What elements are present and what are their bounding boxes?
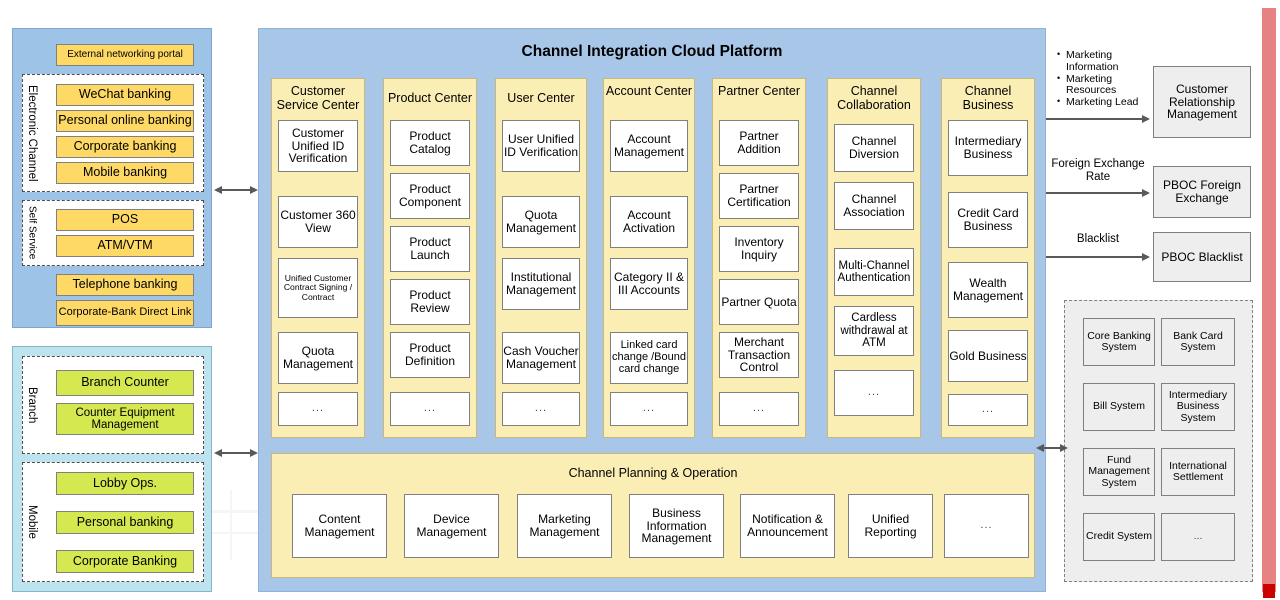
mobile-label: Mobile bbox=[26, 505, 38, 539]
self-service-label: Self Service bbox=[26, 206, 38, 260]
cell-customer-unified-id-verification[interactable]: Customer Unified ID Verification bbox=[278, 120, 358, 172]
accent-square-bottom-right bbox=[1263, 584, 1275, 598]
cell-content-management[interactable]: Content Management bbox=[292, 494, 387, 558]
bank-card-system[interactable]: Bank Card System bbox=[1161, 318, 1235, 366]
bill-system[interactable]: Bill System bbox=[1083, 383, 1155, 431]
chip-personal-banking[interactable]: Personal banking bbox=[56, 511, 194, 534]
chip-corporate-banking-mobile[interactable]: Corporate Banking bbox=[56, 550, 194, 573]
cell-inventory-inquiry[interactable]: Inventory Inquiry bbox=[719, 226, 799, 272]
cell-quota-management-csc[interactable]: Quota Management bbox=[278, 332, 358, 384]
cell-partner-quota[interactable]: Partner Quota bbox=[719, 279, 799, 325]
cell-marketing-management[interactable]: Marketing Management bbox=[517, 494, 612, 558]
ext-customer-relationship-management[interactable]: Customer Relationship Management bbox=[1153, 66, 1251, 138]
cell-user-unified-id-verification[interactable]: User Unified ID Verification bbox=[502, 120, 580, 172]
bullet-marketing-information: Marketing Information bbox=[1057, 49, 1153, 74]
ext-pboc-blacklist[interactable]: PBOC Blacklist bbox=[1153, 232, 1251, 282]
cell-unified-reporting[interactable]: Unified Reporting bbox=[848, 494, 933, 558]
bullet-marketing-lead: Marketing Lead bbox=[1057, 96, 1153, 109]
bullet-marketing-resources: Marketing Resources bbox=[1057, 73, 1153, 98]
label-foreign-exchange-rate: Foreign Exchange Rate bbox=[1051, 158, 1145, 183]
ext-pboc-foreign-exchange[interactable]: PBOC Foreign Exchange bbox=[1153, 166, 1251, 218]
column-header-channel-collaboration: Channel Collaboration bbox=[837, 84, 911, 112]
core-system-more[interactable]: ... bbox=[1161, 513, 1235, 561]
column-header-partner-center: Partner Center bbox=[718, 84, 800, 98]
cell-product-review[interactable]: Product Review bbox=[390, 279, 470, 325]
core-banking-system[interactable]: Core Banking System bbox=[1083, 318, 1155, 366]
chip-telephone-banking[interactable]: Telephone banking bbox=[56, 274, 194, 296]
cell-account-activation[interactable]: Account Activation bbox=[610, 196, 688, 248]
cell-more-account-center[interactable]: ... bbox=[610, 392, 688, 426]
cell-linked-card-change[interactable]: Linked card change /Bound card change bbox=[610, 332, 688, 384]
chip-corporate-bank-direct-link[interactable]: Corporate-Bank Direct Link bbox=[56, 300, 194, 326]
cell-more-partner-center[interactable]: ... bbox=[719, 392, 799, 426]
cell-notification-and-announcement[interactable]: Notification & Announcement bbox=[740, 494, 835, 558]
accent-bar-right bbox=[1262, 8, 1276, 592]
cell-device-management[interactable]: Device Management bbox=[404, 494, 499, 558]
cell-more-channel-business[interactable]: ... bbox=[948, 394, 1028, 426]
intermediary-business-system[interactable]: Intermediary Business System bbox=[1161, 383, 1235, 431]
column-header-user-center: User Center bbox=[507, 91, 575, 105]
chip-external-networking-portal[interactable]: External networking portal bbox=[56, 44, 194, 66]
platform-title: Channel Integration Cloud Platform bbox=[521, 43, 783, 60]
cell-account-management[interactable]: Account Management bbox=[610, 120, 688, 172]
label-blacklist: Blacklist bbox=[1076, 233, 1120, 245]
cell-product-launch[interactable]: Product Launch bbox=[390, 226, 470, 272]
cell-credit-card-business[interactable]: Credit Card Business bbox=[948, 192, 1028, 248]
fund-management-system[interactable]: Fund Management System bbox=[1083, 448, 1155, 496]
credit-system[interactable]: Credit System bbox=[1083, 513, 1155, 561]
cell-channel-diversion[interactable]: Channel Diversion bbox=[834, 124, 914, 172]
cell-product-catalog[interactable]: Product Catalog bbox=[390, 120, 470, 166]
cell-institutional-management[interactable]: Institutional Management bbox=[502, 258, 580, 310]
cell-cardless-withdrawal-at-atm[interactable]: Cardless withdrawal at ATM bbox=[834, 306, 914, 356]
cell-unified-customer-contract-signing[interactable]: Unified Customer Contract Signing / Cont… bbox=[278, 258, 358, 318]
cell-business-information-management[interactable]: Business Information Management bbox=[629, 494, 724, 558]
cell-more-planning[interactable]: ... bbox=[944, 494, 1029, 558]
cell-more-csc[interactable]: ... bbox=[278, 392, 358, 426]
cell-partner-addition[interactable]: Partner Addition bbox=[719, 120, 799, 166]
chip-corporate-banking[interactable]: Corporate banking bbox=[56, 136, 194, 158]
chip-counter-equipment-management[interactable]: Counter Equipment Management bbox=[56, 403, 194, 435]
channel-planning-title: Channel Planning & Operation bbox=[568, 466, 738, 480]
cell-more-product-center[interactable]: ... bbox=[390, 392, 470, 426]
chip-wechat-banking[interactable]: WeChat banking bbox=[56, 84, 194, 106]
cell-channel-association[interactable]: Channel Association bbox=[834, 182, 914, 230]
cell-product-definition[interactable]: Product Definition bbox=[390, 332, 470, 378]
cell-multi-channel-authentication[interactable]: Multi-Channel Authentication bbox=[834, 248, 914, 296]
cell-wealth-management[interactable]: Wealth Management bbox=[948, 262, 1028, 318]
cell-more-user-center[interactable]: ... bbox=[502, 392, 580, 426]
marketing-bullet-list: Marketing Information Marketing Resource… bbox=[1057, 49, 1153, 109]
cell-product-component[interactable]: Product Component bbox=[390, 173, 470, 219]
cell-intermediary-business[interactable]: Intermediary Business bbox=[948, 120, 1028, 176]
cell-more-channel-collaboration[interactable]: ... bbox=[834, 370, 914, 416]
chip-pos[interactable]: POS bbox=[56, 209, 194, 231]
column-header-customer-service-center: Customer Service Center bbox=[276, 84, 360, 112]
electronic-channel-label: Electronic Channel bbox=[26, 84, 38, 182]
branch-label: Branch bbox=[26, 386, 38, 424]
international-settlement[interactable]: International Settlement bbox=[1161, 448, 1235, 496]
cell-customer-360-view[interactable]: Customer 360 View bbox=[278, 196, 358, 248]
cell-merchant-transaction-control[interactable]: Merchant Transaction Control bbox=[719, 332, 799, 378]
cell-cash-voucher-management[interactable]: Cash Voucher Management bbox=[502, 332, 580, 384]
chip-lobby-ops[interactable]: Lobby Ops. bbox=[56, 472, 194, 495]
chip-branch-counter[interactable]: Branch Counter bbox=[56, 370, 194, 396]
cell-category-ii-iii-accounts[interactable]: Category II & III Accounts bbox=[610, 258, 688, 310]
chip-mobile-banking[interactable]: Mobile banking bbox=[56, 162, 194, 184]
chip-personal-online-banking[interactable]: Personal online banking bbox=[56, 110, 194, 132]
cell-gold-business[interactable]: Gold Business bbox=[948, 330, 1028, 382]
cell-partner-certification[interactable]: Partner Certification bbox=[719, 173, 799, 219]
column-header-account-center: Account Center bbox=[605, 84, 693, 98]
column-header-channel-business: Channel Business bbox=[962, 84, 1014, 112]
column-header-product-center: Product Center bbox=[387, 91, 473, 105]
cell-quota-management-uc[interactable]: Quota Management bbox=[502, 196, 580, 248]
chip-atm-vtm[interactable]: ATM/VTM bbox=[56, 235, 194, 257]
